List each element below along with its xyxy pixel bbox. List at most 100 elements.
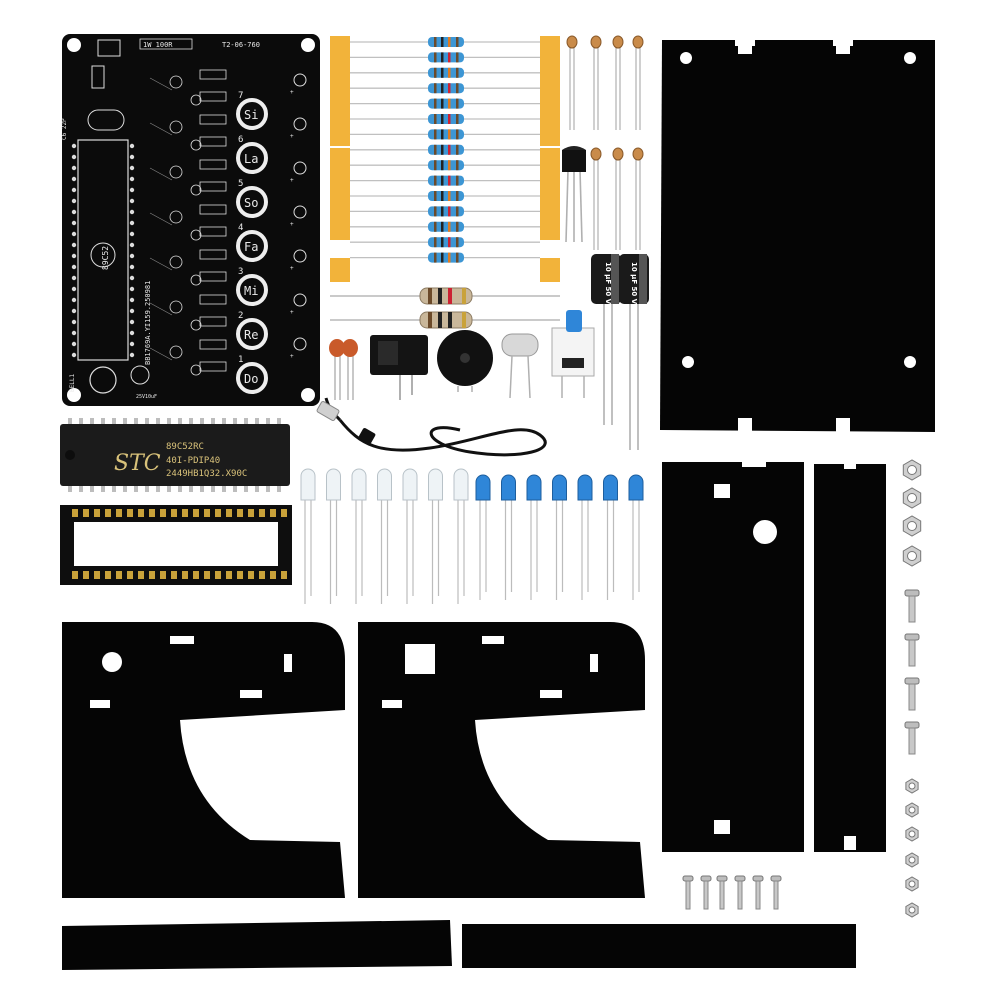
blue-resistors bbox=[350, 37, 540, 263]
buzzer bbox=[437, 330, 493, 392]
resistor bbox=[428, 144, 464, 155]
resistor bbox=[428, 83, 464, 94]
svg-text:+: + bbox=[290, 265, 294, 272]
blue-led bbox=[475, 474, 491, 600]
large-nut bbox=[902, 545, 922, 567]
pcb-footprints bbox=[149, 69, 227, 376]
pcb-top-label-2: T2-06-760 bbox=[222, 41, 260, 49]
pcb-bell-label: BELL1 bbox=[69, 374, 76, 392]
resistor bbox=[428, 98, 464, 109]
large-screw bbox=[904, 721, 920, 755]
resistor bbox=[428, 37, 464, 47]
acrylic-bar-right bbox=[462, 924, 856, 968]
pcb-top-label-1: 1W 100R bbox=[143, 41, 173, 49]
small-screw bbox=[700, 875, 712, 910]
pcb-note-si: Si bbox=[244, 108, 258, 122]
small-screw bbox=[734, 875, 746, 910]
blue-led bbox=[526, 474, 542, 600]
blue-led bbox=[577, 474, 593, 600]
acrylic-side-panel-left bbox=[662, 455, 804, 852]
white-led bbox=[428, 468, 443, 604]
large-nut bbox=[902, 487, 922, 509]
resistor bbox=[428, 252, 464, 263]
resistor bbox=[428, 160, 464, 171]
push-switch bbox=[551, 310, 595, 398]
pcb-note-so: So bbox=[244, 196, 258, 210]
pcb-board: 1W 100R T2-06-760 C6 22P 89C52 BB1769A.Y… bbox=[61, 34, 320, 406]
pcb-chip-label: 89C52 bbox=[101, 246, 110, 270]
svg-text:+: + bbox=[290, 353, 294, 360]
pcb-note-number: 2 bbox=[238, 311, 243, 321]
resistor-strips bbox=[330, 36, 560, 329]
ceramic-capacitors bbox=[329, 339, 358, 400]
screws-and-nuts bbox=[682, 459, 922, 918]
resistor bbox=[428, 221, 464, 232]
acrylic-top-panel bbox=[660, 36, 935, 432]
acrylic-stand-left bbox=[62, 622, 345, 898]
crystal-oscillator bbox=[501, 333, 539, 399]
large-screw bbox=[904, 589, 920, 623]
acrylic-stand-right bbox=[358, 622, 645, 898]
pcb-note-number: 7 bbox=[238, 91, 243, 101]
pcb-socket-pins bbox=[71, 143, 135, 358]
small-screw bbox=[752, 875, 764, 910]
large-nut bbox=[902, 459, 922, 481]
usb-cable bbox=[316, 397, 547, 457]
white-led bbox=[453, 468, 469, 604]
white-led bbox=[351, 468, 367, 604]
white-leds bbox=[300, 468, 469, 604]
resistor bbox=[428, 129, 464, 140]
svg-text:+: + bbox=[290, 309, 294, 316]
resistor bbox=[428, 114, 464, 124]
svg-text:+: + bbox=[290, 133, 294, 140]
pcb-side-label: BB1769A.YI159.250981 bbox=[144, 281, 152, 365]
small-nut bbox=[905, 876, 919, 892]
resistor bbox=[428, 206, 464, 217]
chip-line-2: 40I-PDIP40 bbox=[166, 456, 220, 466]
stc-89c52-chip: STC 89C52RC 40I-PDIP40 2449HB1Q32.X90C bbox=[60, 418, 290, 492]
white-led bbox=[300, 468, 316, 604]
svg-text:+: + bbox=[290, 89, 294, 96]
svg-text:+: + bbox=[290, 221, 294, 228]
blue-led bbox=[628, 474, 644, 600]
blue-led bbox=[501, 474, 516, 600]
pcb-elec-label: 25V10uF bbox=[136, 394, 157, 400]
large-nut bbox=[902, 515, 922, 537]
pcb-note-number: 6 bbox=[238, 135, 243, 145]
small-nut bbox=[905, 802, 919, 818]
pcb-note-fa: Fa bbox=[244, 240, 258, 254]
white-led bbox=[402, 468, 418, 604]
blue-leds bbox=[475, 474, 644, 600]
pcb-note-mi: Mi bbox=[244, 284, 258, 298]
pcb-note-number: 1 bbox=[238, 355, 243, 365]
blue-led bbox=[552, 474, 567, 600]
small-screw bbox=[682, 875, 694, 910]
acrylic-bar-left bbox=[62, 920, 452, 970]
resistor bbox=[428, 191, 464, 201]
resistor bbox=[428, 175, 464, 186]
small-nut bbox=[905, 852, 919, 868]
pcb-note-number: 3 bbox=[238, 267, 243, 277]
dc-power-jack bbox=[370, 335, 428, 400]
ldr-components bbox=[566, 35, 644, 250]
large-screw bbox=[904, 677, 920, 711]
pcb-note-la: La bbox=[244, 152, 258, 166]
blue-led bbox=[603, 474, 618, 600]
chip-model: 89C52RC bbox=[166, 442, 204, 452]
pcb-cap-label: C6 22P bbox=[61, 118, 68, 140]
chip-brand: STC bbox=[114, 451, 161, 476]
capacitor-label-1: 10 µF 50 V bbox=[604, 262, 612, 305]
pcb-note-number: 5 bbox=[238, 179, 243, 189]
capacitor-label-2: 10 µF 50 V bbox=[630, 262, 638, 305]
beige-resistors bbox=[330, 287, 560, 329]
small-nut bbox=[905, 826, 919, 842]
pcb-note-number: 4 bbox=[238, 223, 243, 233]
ic-socket bbox=[60, 505, 292, 585]
transistor bbox=[562, 146, 586, 243]
large-screw bbox=[904, 633, 920, 667]
white-led bbox=[326, 468, 341, 604]
small-screw bbox=[770, 875, 782, 910]
resistor bbox=[428, 237, 464, 248]
